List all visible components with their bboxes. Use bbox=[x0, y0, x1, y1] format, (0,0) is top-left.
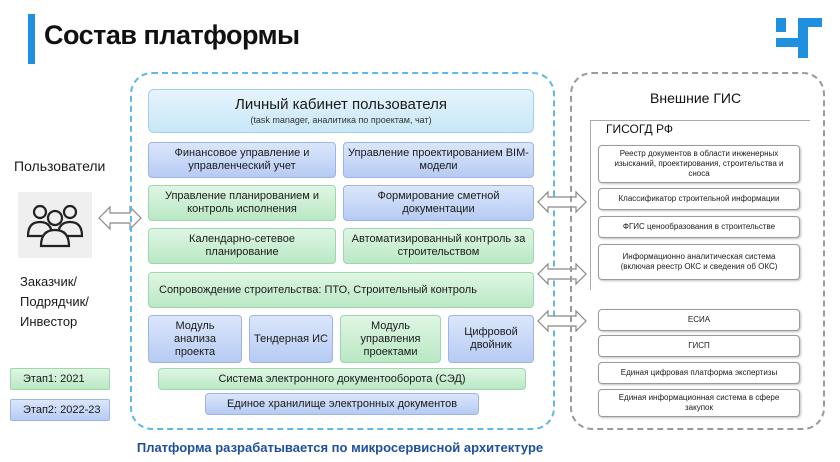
module-analysis[interactable]: Модуль анализа проекта bbox=[148, 315, 242, 363]
module-edms[interactable]: Система электронного документооборота (С… bbox=[158, 368, 526, 390]
platform-gisogd-arrow-2-icon bbox=[537, 262, 587, 286]
module-estimate[interactable]: Формирование сметной документации bbox=[343, 185, 534, 221]
module-twin[interactable]: Цифровой двойник bbox=[448, 315, 534, 363]
architecture-footer: Платформа разрабатывается по микросервис… bbox=[136, 440, 544, 455]
ext-item-esia[interactable]: ЕСИА bbox=[598, 309, 800, 331]
platform-container bbox=[130, 72, 555, 430]
plus-logo-icon bbox=[776, 18, 822, 58]
legend-stage1: Этап1: 2021 bbox=[10, 368, 110, 390]
module-project-mgmt[interactable]: Модуль управления проектами bbox=[340, 315, 441, 363]
users-group-icon bbox=[18, 192, 92, 258]
gisogd-frame bbox=[590, 120, 810, 290]
gisogd-item-registry[interactable]: Реестр документов в области инженерных и… bbox=[598, 145, 800, 183]
role-investor: Инвестор bbox=[20, 314, 78, 329]
cabinet-title: Личный кабинет пользователя bbox=[234, 96, 447, 113]
module-storage[interactable]: Единое хранилище электронных документов bbox=[205, 393, 479, 415]
gisogd-title: ГИСОГД РФ bbox=[606, 122, 674, 136]
module-design[interactable]: Управление проектированием BIM-модели bbox=[343, 142, 534, 178]
ext-item-procurement[interactable]: Единая информационная система в сфере за… bbox=[598, 389, 800, 417]
module-calendar[interactable]: Календарно-сетевое планирование bbox=[148, 228, 336, 264]
role-customer: Заказчик/ bbox=[20, 274, 78, 289]
personal-cabinet[interactable]: Личный кабинет пользователя (task manage… bbox=[148, 89, 534, 133]
external-gis-title: Внешние ГИС bbox=[650, 90, 742, 106]
users-label: Пользователи bbox=[14, 158, 106, 174]
ext-item-gisp[interactable]: ГИСП bbox=[598, 335, 800, 357]
page-title: Состав платформы bbox=[44, 20, 300, 50]
legend-stage2: Этап2: 2022-23 bbox=[10, 399, 110, 421]
gisogd-item-analytics[interactable]: Информационно аналитическая система (вкл… bbox=[598, 244, 800, 280]
title-accent-bar bbox=[28, 14, 35, 64]
ext-item-expertise[interactable]: Единая цифровая платформа экспертизы bbox=[598, 362, 800, 384]
module-auto-control[interactable]: Автоматизированный контроль за строитель… bbox=[343, 228, 534, 264]
user-roles: Заказчик/ Подрядчик/ Инвестор bbox=[20, 272, 89, 332]
cabinet-subtitle: (task manager, аналитика по проектам, ча… bbox=[250, 115, 432, 125]
external-gis-container bbox=[570, 72, 825, 430]
role-contractor: Подрядчик/ bbox=[20, 294, 89, 309]
platform-other-gis-arrow-icon bbox=[537, 309, 587, 333]
module-tender[interactable]: Тендерная ИС bbox=[249, 315, 333, 363]
module-planning[interactable]: Управление планированием и контроль испо… bbox=[148, 185, 336, 221]
gisogd-item-classifier[interactable]: Классификатор строительной информации bbox=[598, 188, 800, 210]
platform-gisogd-arrow-icon bbox=[537, 190, 587, 214]
gisogd-item-pricing[interactable]: ФГИС ценообразования в строительстве bbox=[598, 216, 800, 238]
module-finance[interactable]: Финансовое управление и управленческий у… bbox=[148, 142, 336, 178]
module-support[interactable]: Сопровождение строительства: ПТО, Строит… bbox=[148, 272, 534, 308]
